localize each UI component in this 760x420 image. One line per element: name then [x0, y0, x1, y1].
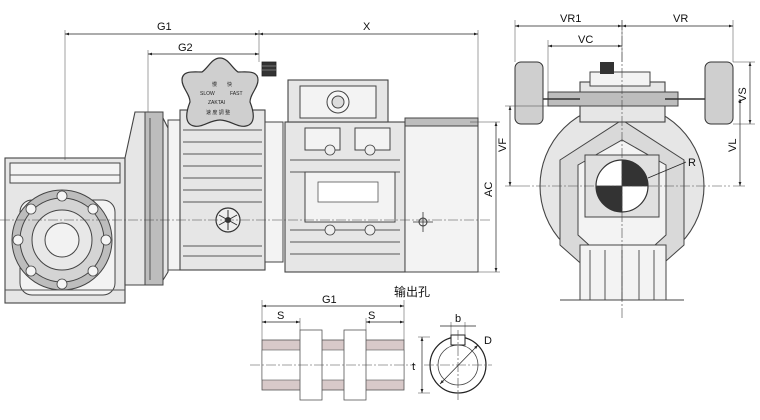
knob-slow-text: SLOW: [200, 91, 215, 97]
dim-b: b: [455, 313, 461, 325]
dim-d: D: [484, 335, 492, 347]
dim-t: t: [412, 361, 415, 373]
worm-gearbox: [4, 157, 126, 304]
knob-fast-text: FAST: [230, 91, 243, 97]
adapter-flange: [124, 111, 169, 286]
motor: [284, 79, 479, 273]
dim-g1-bore: G1: [322, 294, 337, 306]
knob-brand: ZAKTAI: [208, 100, 225, 106]
side-view: 慢 快 SLOW FAST ZAKTAI 速 度 調 整: [0, 57, 490, 304]
speed-variator: [167, 109, 284, 271]
dim-vr: VR: [673, 13, 688, 25]
dim-g2: G2: [178, 42, 193, 54]
dim-x: X: [363, 21, 371, 33]
dim-r: R: [688, 157, 696, 169]
output-bore-caption: 输出孔: [394, 284, 430, 299]
dim-vl: VL: [727, 139, 739, 152]
knob-fast-char: 快: [227, 81, 232, 88]
dim-vr1: VR1: [560, 13, 581, 25]
knob-cap: [261, 61, 277, 77]
knob-slow-char: 慢: [212, 81, 217, 88]
side-dimensions: G1 G2 X AC: [64, 21, 500, 273]
dim-s-left: S: [277, 310, 284, 322]
dim-g1: G1: [157, 21, 172, 33]
dim-s-right: S: [368, 310, 375, 322]
dim-vc: VC: [578, 34, 593, 46]
speed-knob: 慢 快 SLOW FAST ZAKTAI 速 度 調 整: [181, 57, 259, 127]
dim-ac: AC: [483, 182, 495, 197]
output-bore-detail: 输出孔 G1 S S b D: [250, 284, 492, 401]
dim-vs: VS: [737, 87, 749, 102]
knob-mid-text: 速 度 調 整: [206, 109, 230, 116]
dim-vf: VF: [497, 138, 509, 152]
end-dimensions: VR1 VR VC VS VL VF: [497, 13, 755, 187]
end-view: R: [514, 20, 734, 320]
